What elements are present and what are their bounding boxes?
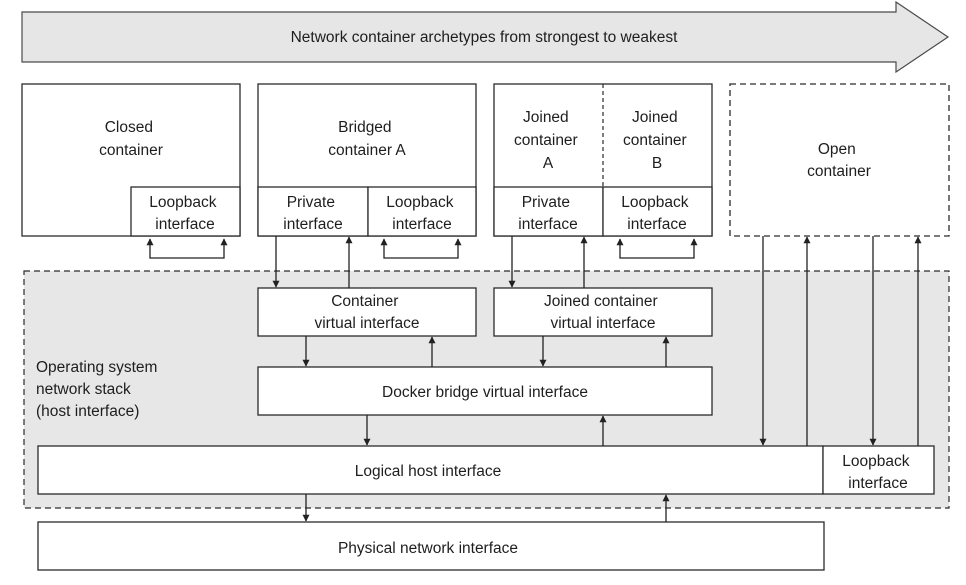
bridged-loopback-connector bbox=[380, 238, 462, 259]
joined-containers: Joined container A Joined container B Pr… bbox=[493, 83, 713, 237]
closed-loopback-label: Loopback interface bbox=[149, 194, 221, 233]
open-container-title: Open container bbox=[807, 141, 871, 180]
joined-container-a-title: Joined container A bbox=[514, 109, 582, 172]
container-virtual-interface: Container virtual interface bbox=[257, 287, 477, 337]
joined-private-interface bbox=[493, 186, 604, 237]
svg-text:Loopback interface: Loopback interface bbox=[842, 453, 914, 492]
bridged-loopback-label: Loopback interface bbox=[386, 194, 458, 233]
flow-arrows bbox=[272, 236, 922, 522]
svg-text:Logical host interface: Logical host interface bbox=[355, 463, 501, 480]
bridged-loopback-interface bbox=[367, 186, 477, 237]
joined-loopback-label: Loopback interface bbox=[621, 194, 693, 233]
physical-network-interface: Physical network interface bbox=[37, 521, 825, 571]
svg-text:Physical network interface: Physical network interface bbox=[338, 540, 518, 557]
host-loopback-interface: Loopback interface bbox=[822, 445, 935, 495]
joined-container-virtual-interface: Joined container virtual interface bbox=[493, 287, 713, 337]
joined-container-b-title: Joined container B bbox=[623, 109, 691, 172]
bridged-container-a: Bridged container A Private interface Lo… bbox=[257, 83, 477, 237]
svg-text:Joined container virtual: Joined container virtual interface bbox=[544, 293, 662, 332]
joined-loopback-interface bbox=[602, 186, 713, 237]
bridged-private-label: Private interface bbox=[283, 194, 342, 233]
svg-text:Docker bridge virtual interfac: Docker bridge virtual interface bbox=[382, 384, 588, 401]
closed-container-title: Closed container bbox=[99, 119, 163, 159]
docker-bridge-virtual-interface: Docker bridge virtual interface bbox=[257, 366, 713, 416]
closed-loopback-interface bbox=[130, 186, 241, 237]
archetype-strength-label: Network container archetypes from strong… bbox=[291, 29, 679, 46]
closed-loopback-connector bbox=[146, 238, 228, 259]
open-container: Open container bbox=[729, 83, 950, 237]
archetype-strength-arrow: Network container archetypes from strong… bbox=[21, 0, 950, 74]
logical-host-interface: Logical host interface bbox=[37, 445, 824, 495]
os-network-stack-label: Operating system network stack (host int… bbox=[36, 359, 162, 420]
bridged-container-title: Bridged container A bbox=[328, 119, 406, 159]
svg-text:Container virtual interf: Container virtual interface bbox=[314, 293, 419, 332]
joined-loopback-connector bbox=[616, 238, 698, 259]
closed-container: Closed container Loopback interface bbox=[21, 83, 241, 237]
joined-private-label: Private interface bbox=[518, 194, 577, 233]
